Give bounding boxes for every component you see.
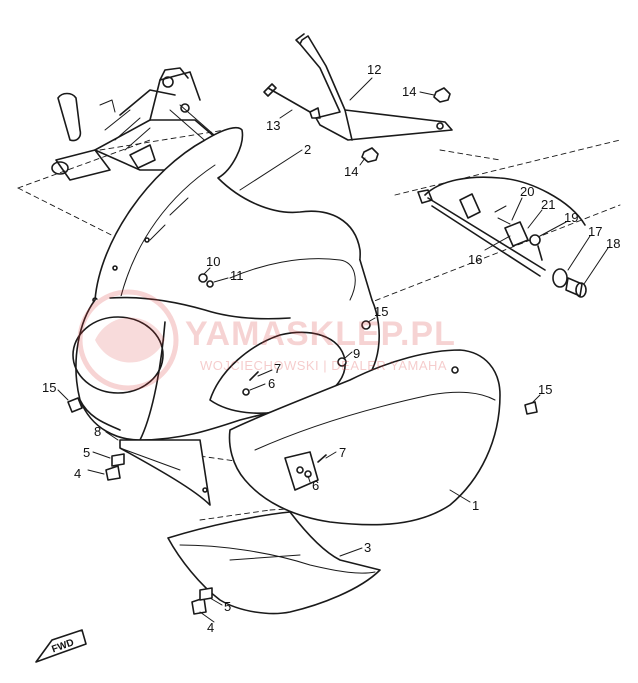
watermark-brand: YAMASKLEP.PL: [185, 315, 456, 353]
callout-14-mid: 14: [344, 164, 358, 179]
callout-5-lower: 5: [224, 599, 231, 614]
bolt-13: [263, 83, 321, 119]
callout-16: 16: [468, 252, 482, 267]
callout-2: 2: [304, 142, 311, 157]
callout-7-lower: 7: [339, 445, 346, 460]
callout-8: 8: [94, 424, 101, 439]
callout-14-top: 14: [402, 84, 416, 99]
side-cowling: [228, 349, 501, 526]
callout-15-center: 15: [374, 304, 388, 319]
nut-14-top: [433, 87, 451, 103]
callout-10: 10: [206, 254, 220, 269]
stay-bracket: [295, 33, 453, 141]
callout-1: 1: [472, 498, 479, 513]
callout-3: 3: [364, 540, 371, 555]
callout-15-left: 15: [42, 380, 56, 395]
under-cowling: [167, 511, 381, 615]
callout-17: 17: [588, 224, 602, 239]
upper-cowling: [72, 258, 380, 441]
callout-19: 19: [564, 210, 578, 225]
callout-labels: 1 2 3 4 4 5 5 6 6 7 7 8 9 10 11 12 13 14…: [42, 62, 620, 635]
mirror-stay-assembly: [417, 176, 587, 298]
callout-4-left: 4: [74, 466, 81, 481]
callout-9: 9: [353, 346, 360, 361]
watermark-logo-ring: [77, 289, 179, 391]
callout-15-right: 15: [538, 382, 552, 397]
callout-6-lower: 6: [312, 478, 319, 493]
forward-direction-marker: FWD: [35, 629, 87, 663]
dealer-watermark: YAMASKLEP.PL WOJCIECHOWSKI | DEALER YAMA…: [77, 289, 456, 391]
watermark-subtitle: WOJCIECHOWSKI | DEALER YAMAHA: [200, 358, 447, 373]
callout-6-upper: 6: [268, 376, 275, 391]
callout-12: 12: [367, 62, 381, 77]
callout-21: 21: [541, 197, 555, 212]
callout-5-left: 5: [83, 445, 90, 460]
callout-7-upper: 7: [274, 361, 281, 376]
callout-13: 13: [266, 118, 280, 133]
leader-lines: [57, 77, 609, 623]
inner-cowling-lower-left: [119, 439, 211, 506]
callout-18: 18: [606, 236, 620, 251]
hardware-screws: [67, 273, 538, 615]
callout-4-lower: 4: [207, 620, 214, 635]
callout-11: 11: [230, 268, 244, 283]
frame-stay-assembly: [51, 67, 231, 181]
nut-14-mid: [361, 147, 379, 163]
callout-20: 20: [520, 184, 534, 199]
watermark-logo-mark: [95, 317, 165, 363]
